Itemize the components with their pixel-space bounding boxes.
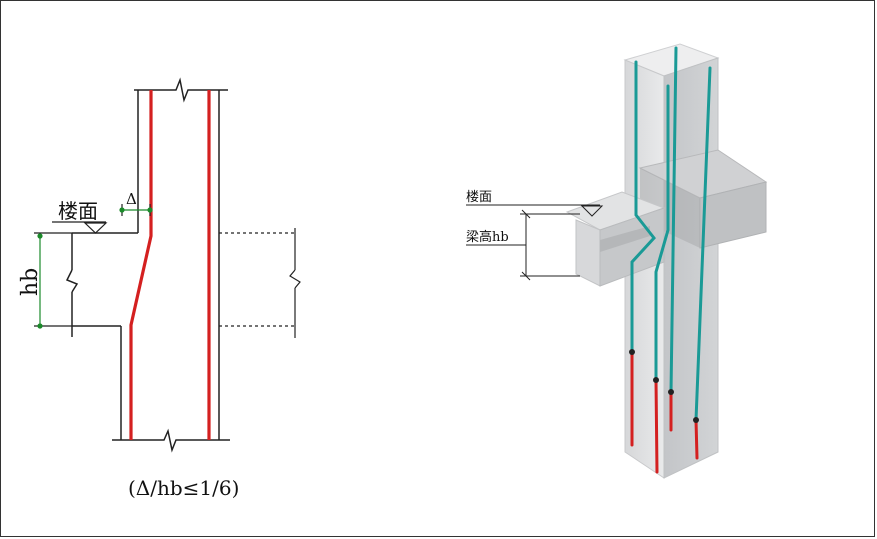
beam-height-dimension (466, 209, 580, 281)
delta-label: Δ (126, 190, 137, 208)
teal-rebar-1 (630, 60, 656, 354)
floor-level-triangle-icon (83, 222, 108, 234)
delta-dimension (119, 204, 153, 216)
slab-step-outline (65, 232, 230, 453)
splice-node-markers (629, 349, 699, 423)
floor-level-triangle-icon-3d (580, 205, 604, 217)
floor-label: 楼面 (58, 199, 98, 223)
hb-dimension (34, 232, 72, 329)
floor-label-3d: 楼面 (466, 190, 492, 205)
upper-column-outline (134, 77, 228, 440)
teal-rebar-3 (669, 46, 678, 394)
hb-label: hb (18, 268, 43, 296)
teal-rebar-2 (654, 84, 670, 382)
left-beam (565, 191, 666, 287)
red-rebars (630, 350, 699, 474)
condition-caption: (Δ/hb≤1/6) (128, 476, 239, 500)
right-beam (638, 149, 768, 249)
right-3d-diagram: 楼面 梁高hb (466, 43, 768, 479)
beam-height-label: 梁高hb (466, 229, 509, 245)
rebar-lines (129, 90, 211, 440)
offset-rebar (129, 90, 153, 440)
left-section-diagram: Δ 楼面 hb (Δ/hb≤1/6) (18, 77, 301, 500)
teal-rebars (630, 46, 712, 422)
beam-dashed-outline (219, 228, 301, 338)
teal-rebar-4 (694, 66, 712, 422)
